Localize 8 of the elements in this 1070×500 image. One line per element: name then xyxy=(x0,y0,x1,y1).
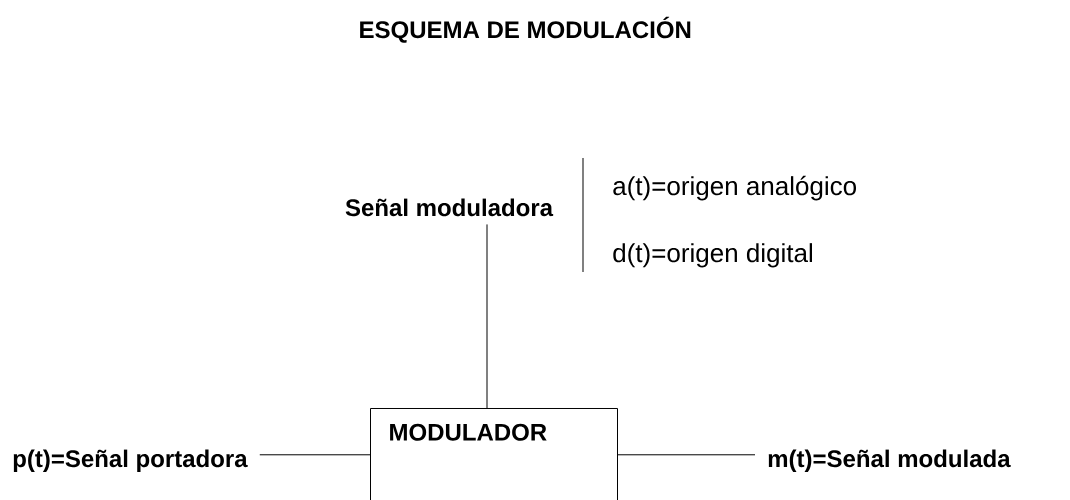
title: ESQUEMA DE MODULACIÓN xyxy=(360,16,691,43)
signal-label: m(t)=Señal modulada xyxy=(768,449,1011,472)
signal-label: p(t)=Señal portadora xyxy=(13,449,248,472)
note-text: a(t)=origen analógico xyxy=(613,175,857,201)
note-text: d(t)=origen digital xyxy=(613,243,812,268)
signal-label: Señal moduladora xyxy=(345,198,554,217)
modulator-box: MODULADOR xyxy=(370,408,618,500)
connector-line xyxy=(617,454,756,456)
